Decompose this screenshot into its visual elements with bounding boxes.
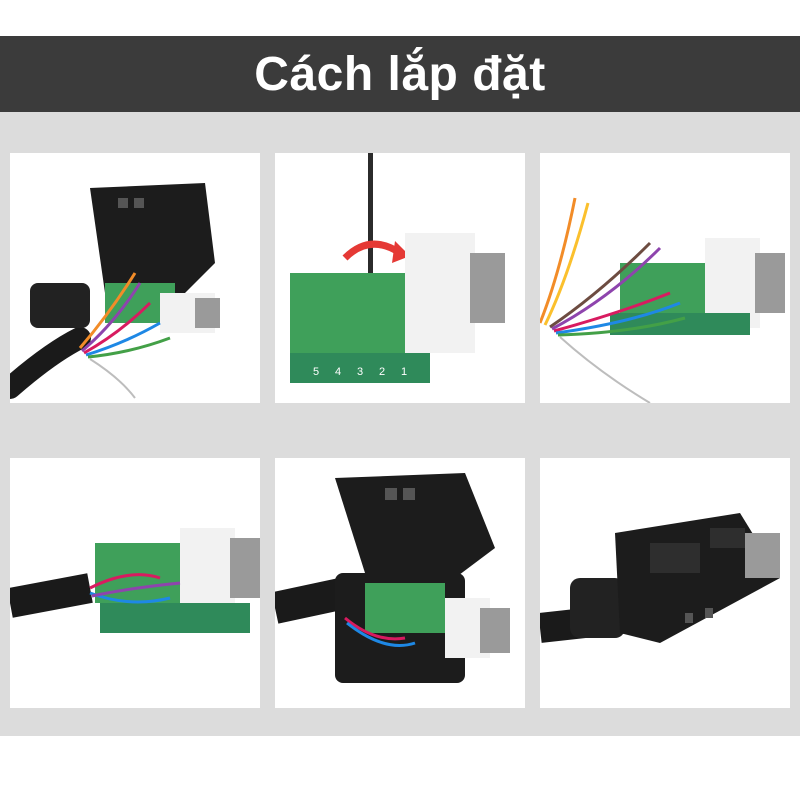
- step-3-image: [540, 153, 790, 403]
- step-5-image: [275, 458, 525, 708]
- pin-label-3: 3: [357, 366, 363, 378]
- step-2-image: 5 4 3 2 1: [275, 153, 525, 403]
- pin-label-1: 1: [401, 366, 407, 378]
- pin-label-2: 2: [379, 366, 385, 378]
- step-6-image: [540, 458, 790, 708]
- step-4-image: [10, 458, 260, 708]
- page-title: Cách lắp đặt: [254, 47, 546, 101]
- step-1-image: [10, 153, 260, 403]
- pin-label-4: 4: [335, 366, 341, 378]
- pin-label-5: 5: [313, 366, 319, 378]
- title-bar: Cách lắp đặt: [0, 36, 800, 112]
